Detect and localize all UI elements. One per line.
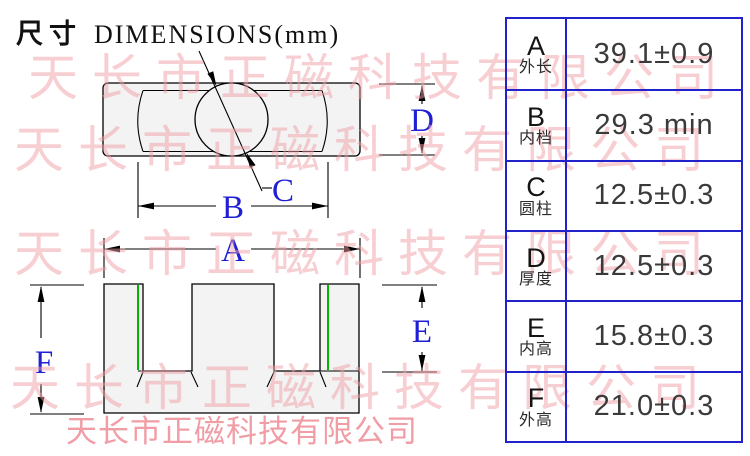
table-row: A 外长 39.1±0.9 <box>507 19 741 90</box>
top-view-core: C <box>102 50 361 209</box>
dim-label-c: C <box>272 173 294 209</box>
dimension-d: D <box>379 83 435 156</box>
row-label-cell: A 外长 <box>507 19 567 90</box>
b-extension-lines <box>137 162 329 218</box>
row-value: 12.5±0.3 <box>593 249 715 282</box>
row-letter: E <box>526 312 545 343</box>
title-chinese: 尺寸 <box>16 19 82 49</box>
row-value: 12.5±0.3 <box>593 179 715 212</box>
f-arrow-up-icon <box>37 286 45 302</box>
row-name-cn: 圆柱 <box>518 200 553 218</box>
row-label-cell: E 内高 <box>507 302 567 371</box>
dimension-b: B <box>137 162 329 226</box>
row-label-cell: F 外高 <box>507 372 567 441</box>
row-letter: D <box>526 242 546 273</box>
row-name-cn: 外高 <box>518 411 553 429</box>
dimension-e: E <box>382 284 437 373</box>
dimension-f: F <box>30 284 84 415</box>
row-label-cell: B 内档 <box>507 91 567 160</box>
row-label-cell: D 厚度 <box>507 232 567 301</box>
row-letter: A <box>526 30 545 61</box>
d-arrow-down-icon <box>418 138 426 154</box>
dim-label-e: E <box>412 314 432 350</box>
row-name-cn: 内高 <box>518 341 553 359</box>
diameter-arrow-top-icon <box>207 71 217 87</box>
row-label-cell: C 圆柱 <box>507 161 567 230</box>
dimension-a: A <box>103 233 361 278</box>
f-arrow-down-icon <box>37 397 45 413</box>
page-title: 尺寸 DIMENSIONS(mm) <box>16 12 340 51</box>
e-arrow-up-icon <box>418 286 426 302</box>
e-arrow-down-icon <box>418 355 426 371</box>
row-name-cn: 内档 <box>518 130 553 148</box>
dim-label-b: B <box>222 190 244 226</box>
e-extension-lines <box>382 284 437 373</box>
slot-chamfer-ticks <box>136 371 327 388</box>
dim-label-d: D <box>410 103 434 139</box>
a-arrow-right-icon <box>344 245 360 253</box>
row-value: 15.8±0.3 <box>593 319 715 352</box>
title-english: DIMENSIONS(mm) <box>94 20 341 49</box>
table-row: F 外高 21.0±0.3 <box>507 370 741 441</box>
top-view-right-arc <box>321 90 328 152</box>
table-row: E 内高 15.8±0.3 <box>507 300 741 371</box>
a-arrow-left-icon <box>104 245 120 253</box>
b-arrow-left-icon <box>138 202 154 210</box>
f-extension-lines <box>30 284 84 415</box>
row-letter: B <box>526 101 545 132</box>
row-letter: C <box>526 172 546 203</box>
front-view-core <box>103 283 360 414</box>
dimensions-table: A 外长 39.1±0.9 B 内档 29.3 min C 圆柱 12.5±0.… <box>505 17 743 443</box>
row-value: 29.3 min <box>594 108 714 141</box>
row-name-cn: 外长 <box>518 58 553 76</box>
table-row: D 厚度 12.5±0.3 <box>507 230 741 301</box>
top-view-left-arc <box>137 90 144 152</box>
row-value: 21.0±0.3 <box>593 390 715 423</box>
b-arrow-right-icon <box>312 202 328 210</box>
d-extension-lines <box>379 83 435 156</box>
diameter-arrow-bottom-icon <box>246 152 256 168</box>
d-arrow-up-icon <box>418 85 426 101</box>
a-extension-lines <box>103 238 361 278</box>
row-value: 39.1±0.9 <box>593 37 715 70</box>
dim-label-f: F <box>35 345 53 381</box>
row-letter: F <box>527 383 545 414</box>
table-row: B 内档 29.3 min <box>507 89 741 160</box>
row-name-cn: 厚度 <box>518 270 553 288</box>
table-row: C 圆柱 12.5±0.3 <box>507 159 741 230</box>
front-view-outline <box>103 283 360 414</box>
dim-label-a: A <box>221 233 245 269</box>
center-post-circle <box>194 82 269 157</box>
